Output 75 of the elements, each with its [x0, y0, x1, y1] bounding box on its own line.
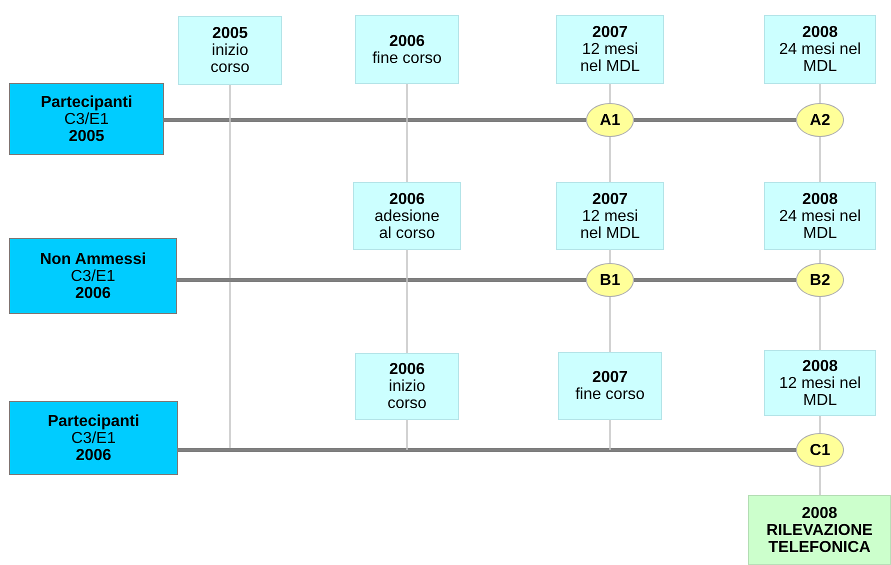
- year-label: 2006: [389, 190, 425, 208]
- description-text: 24 mesi nel MDL: [779, 41, 861, 75]
- survey-box: [748, 495, 891, 565]
- connector-line: [229, 85, 231, 450]
- cohort-box: [9, 238, 177, 314]
- year-label: 2007: [592, 369, 628, 386]
- description-text: 12 mesi nel MDL: [779, 374, 861, 408]
- cohort-name: Partecipanti: [40, 94, 132, 110]
- description-text: 12 mesi nel MDL: [579, 208, 641, 242]
- event-ellipse: [796, 433, 844, 467]
- milestone-box: [764, 350, 876, 416]
- connector-line: [406, 420, 408, 450]
- year-label: 2005: [68, 128, 104, 144]
- connector-line: [609, 84, 611, 103]
- cohort-box: [9, 401, 178, 475]
- description-text: fine corso: [372, 50, 442, 66]
- milestone-box: [764, 15, 876, 84]
- group-code: C3/E1: [70, 268, 116, 284]
- timeline-line: [177, 278, 586, 282]
- year-label: 2006: [76, 446, 112, 464]
- group-code: C3/E1: [64, 110, 109, 128]
- milestone-box: [556, 15, 664, 84]
- description-text: 12 mesi nel MDL: [579, 41, 641, 75]
- year-label: 2008: [802, 358, 838, 374]
- connector-line: [819, 137, 821, 182]
- milestone-box: [353, 182, 461, 250]
- year-label: 2006: [75, 284, 111, 302]
- event-code: B1: [600, 272, 620, 288]
- year-label: 2006: [389, 32, 425, 50]
- cohort-box: [9, 83, 164, 155]
- event-code: C1: [810, 442, 830, 458]
- year-label: 2008: [802, 504, 838, 522]
- connector-line: [819, 467, 821, 495]
- connector-line: [819, 84, 821, 103]
- connector-line: [819, 416, 821, 433]
- connector-line: [406, 84, 408, 182]
- description-text: fine corso: [575, 386, 645, 403]
- timeline-line: [634, 278, 796, 282]
- event-code: B2: [810, 272, 830, 288]
- milestone-box: [355, 15, 459, 84]
- description-text: 24 mesi nel MDL: [779, 208, 861, 242]
- milestone-box: [178, 16, 282, 85]
- timeline-line: [634, 118, 796, 122]
- description-text: adesione al corso: [374, 208, 440, 242]
- connector-line: [609, 250, 611, 263]
- event-ellipse: [796, 263, 844, 297]
- year-label: 2007: [592, 24, 628, 41]
- description-text: inizio corso: [386, 378, 428, 412]
- event-ellipse: [586, 263, 634, 297]
- event-ellipse: [586, 103, 634, 137]
- connector-line: [609, 297, 611, 352]
- group-code: C3/E1: [71, 430, 116, 446]
- year-label: 2006: [389, 361, 425, 378]
- connector-line: [609, 420, 611, 450]
- milestone-box: [355, 353, 459, 420]
- description-text: RILEVAZIONE TELEFONICA: [765, 522, 874, 556]
- milestone-box: [558, 352, 662, 420]
- timeline-line: [164, 118, 586, 122]
- cohort-name: Partecipanti: [48, 412, 140, 430]
- event-code: A2: [810, 112, 830, 128]
- year-label: 2008: [802, 190, 838, 208]
- event-ellipse: [796, 103, 844, 137]
- cohort-name: Non Ammessi: [40, 250, 146, 268]
- milestone-box: [764, 182, 876, 250]
- timeline-line: [178, 448, 796, 452]
- connector-line: [819, 250, 821, 263]
- milestone-box: [556, 182, 664, 250]
- year-label: 2005: [212, 25, 248, 42]
- connector-line: [406, 250, 408, 353]
- event-code: A1: [600, 112, 620, 128]
- description-text: inizio corso: [209, 42, 251, 76]
- year-label: 2007: [592, 190, 628, 208]
- connector-line: [819, 297, 821, 350]
- year-label: 2008: [802, 24, 838, 41]
- connector-line: [609, 137, 611, 182]
